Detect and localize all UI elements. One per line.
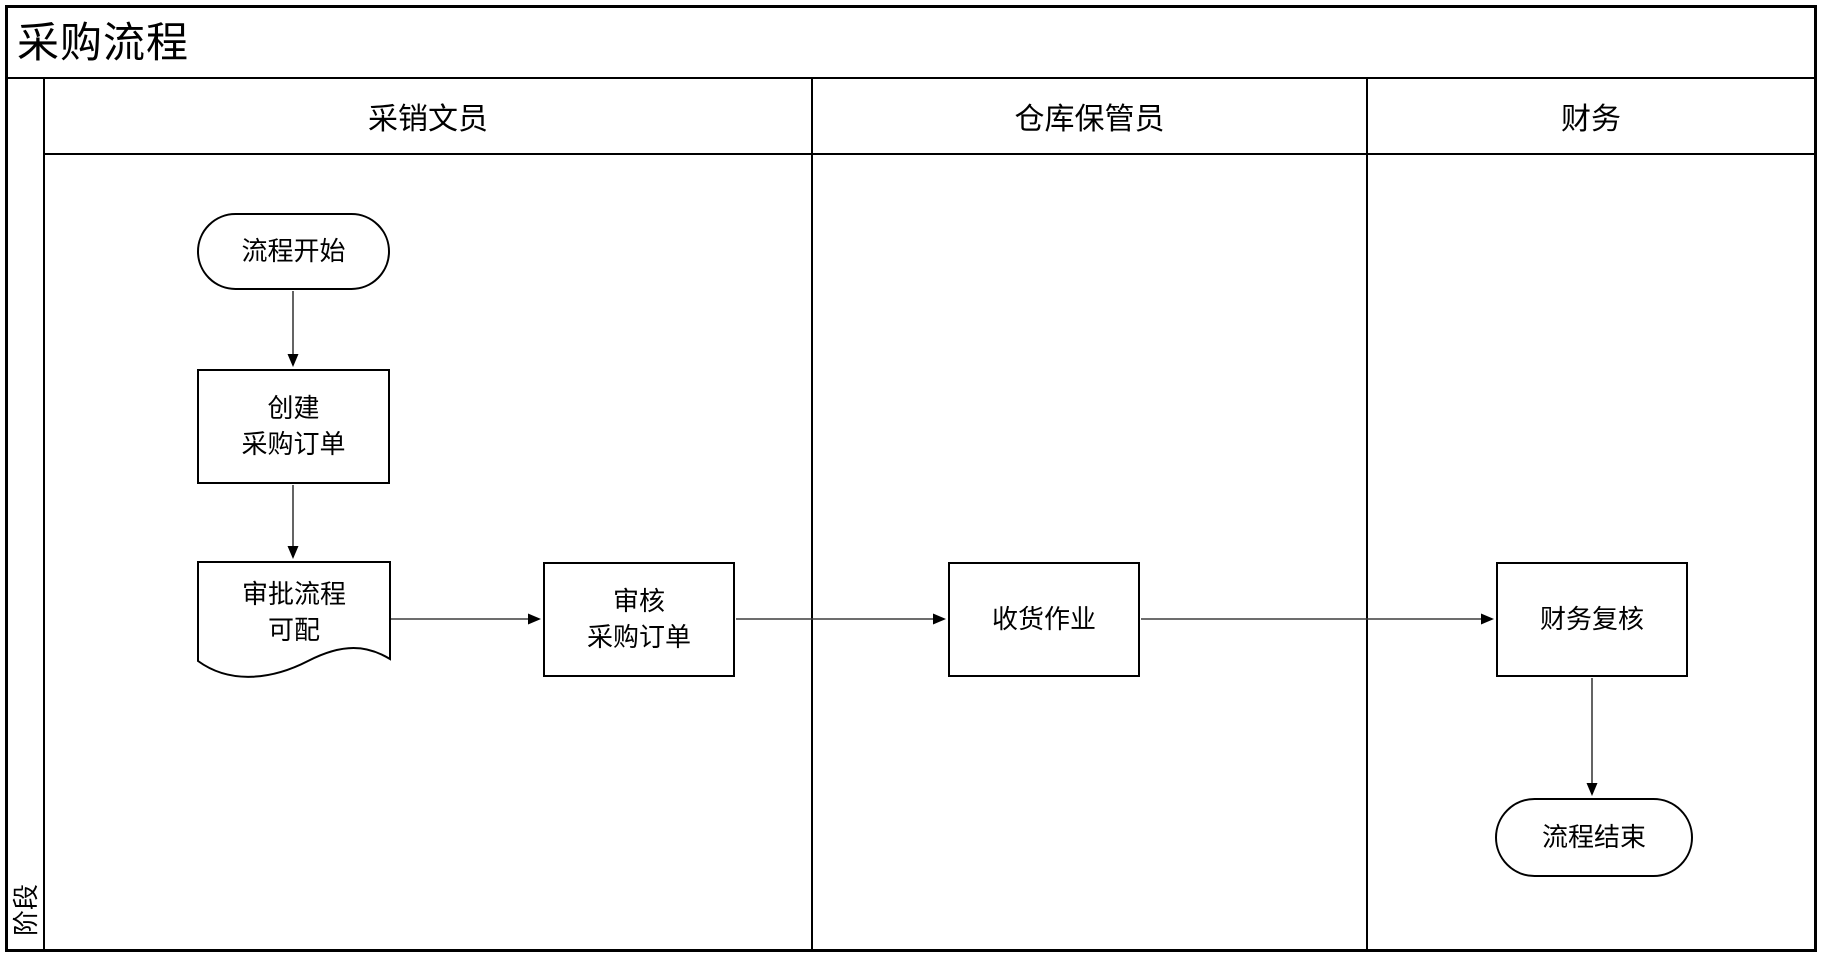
lane-purchasing-clerk: 采销文员 (45, 79, 813, 949)
lane-header-purchasing-clerk: 采销文员 (45, 79, 811, 155)
swimlane-body: 阶段 采销文员 仓库保管员 财务 (8, 79, 1814, 949)
node-finance-review-label: 财务复核 (1539, 603, 1644, 634)
node-end-label: 流程结束 (1541, 821, 1646, 852)
node-start-label: 流程开始 (241, 235, 346, 266)
node-finance-review[interactable]: 财务复核 (1496, 562, 1688, 677)
diagram-title: 采购流程 (17, 18, 190, 66)
lane-body-warehouse-keeper (813, 155, 1366, 949)
document-shape (197, 561, 391, 678)
lane-header-warehouse-keeper: 仓库保管员 (813, 79, 1366, 155)
node-receiving-label: 收货作业 (991, 603, 1096, 634)
lane-warehouse-keeper: 仓库保管员 (813, 79, 1368, 949)
lane-header-finance: 财务 (1368, 79, 1814, 155)
node-approval-config-label: 审批流程 可配 (241, 579, 346, 645)
swimlane-frame: 采购流程 阶段 采销文员 仓库保管员 财务 (5, 5, 1817, 952)
lane-body-purchasing-clerk (45, 155, 811, 949)
diagram-title-bar: 采购流程 (8, 8, 1814, 79)
node-start[interactable]: 流程开始 (197, 213, 390, 290)
lane-finance: 财务 (1368, 79, 1814, 949)
node-approval-config[interactable]: 审批流程 可配 (197, 561, 391, 681)
node-review-po[interactable]: 审核 采购订单 (543, 562, 735, 677)
node-create-po[interactable]: 创建 采购订单 (197, 369, 390, 484)
node-end[interactable]: 流程结束 (1495, 798, 1693, 877)
node-review-po-label: 审核 采购订单 (586, 585, 691, 652)
phase-column: 阶段 (8, 79, 45, 949)
phase-label: 阶段 (10, 883, 41, 937)
node-create-po-label: 创建 采购订单 (241, 392, 346, 459)
node-receiving[interactable]: 收货作业 (948, 562, 1140, 677)
